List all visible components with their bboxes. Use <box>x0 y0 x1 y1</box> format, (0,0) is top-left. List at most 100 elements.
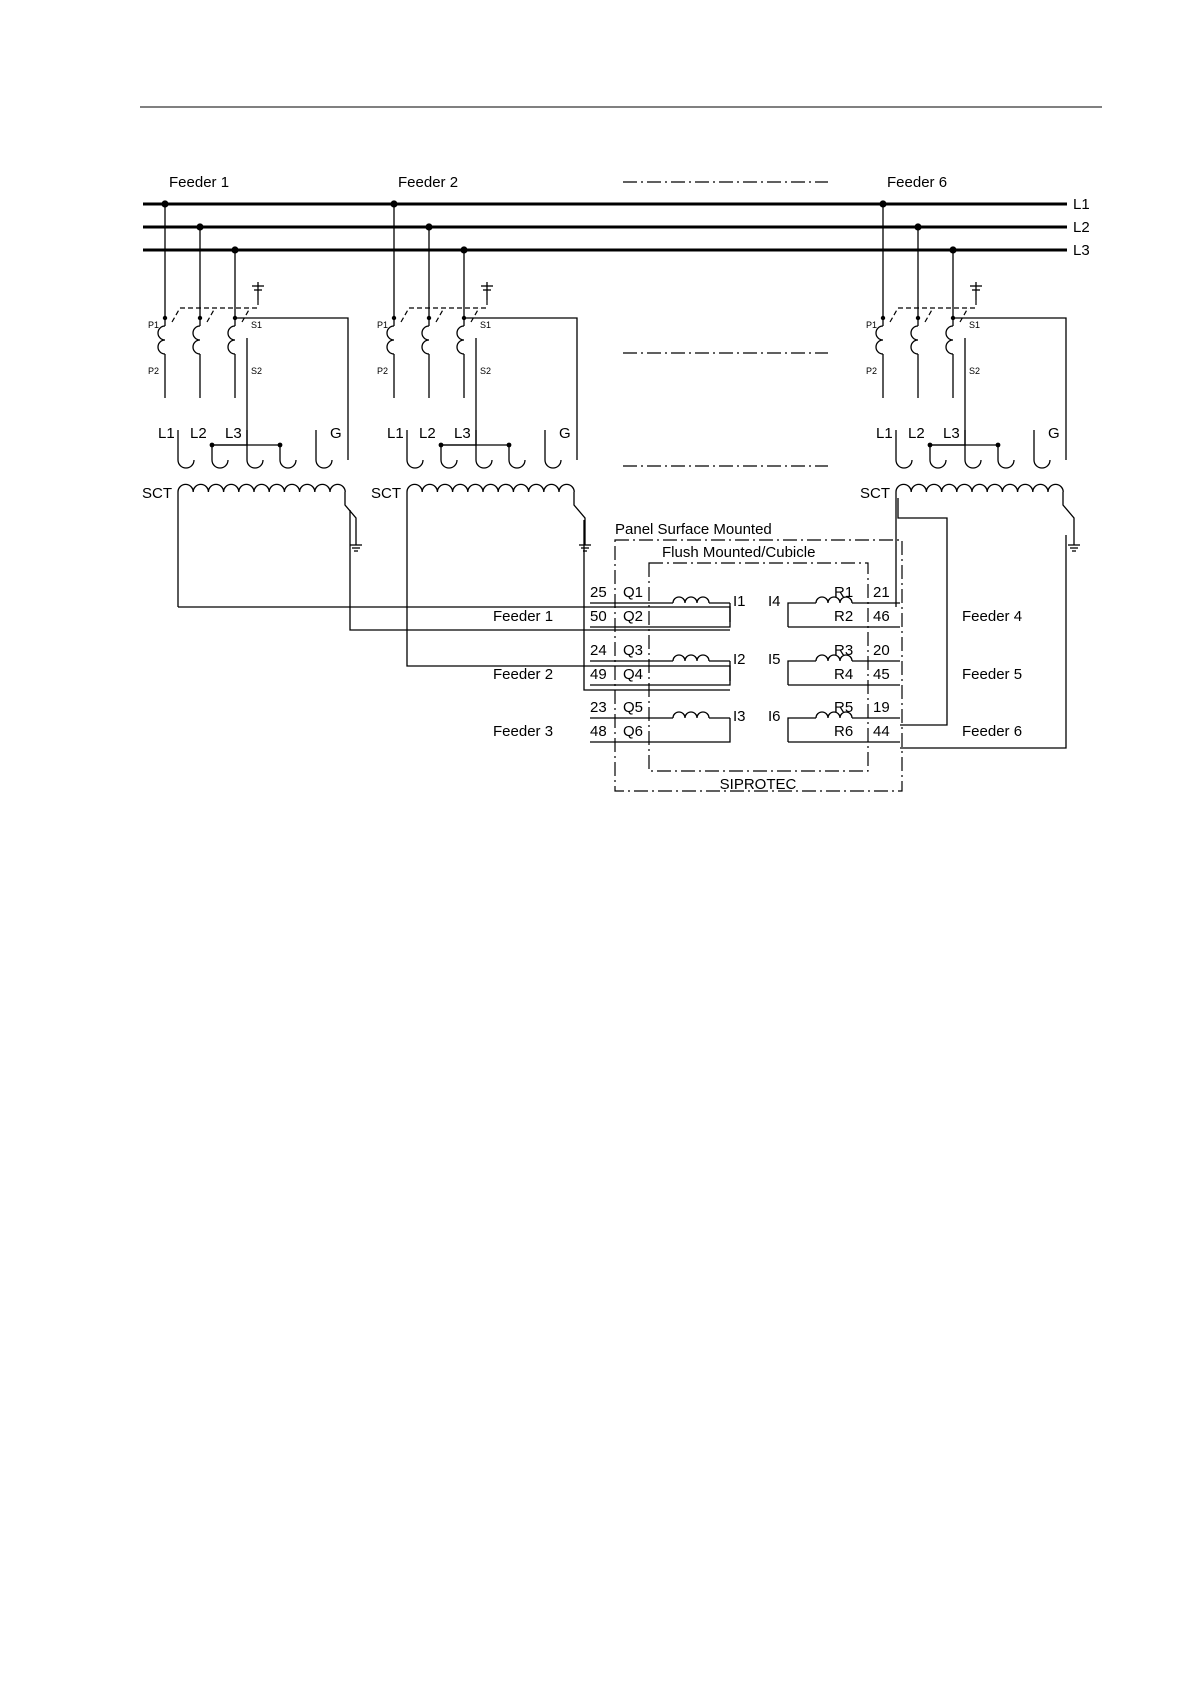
ct-coil <box>875 325 884 355</box>
terminal-number: 44 <box>873 723 890 740</box>
ground-symbol <box>350 535 362 552</box>
ct-coil <box>945 325 954 355</box>
junction-dot <box>277 442 283 448</box>
terminal-label: R3 <box>834 642 853 659</box>
terminal-number: 24 <box>590 642 607 659</box>
earthing-link <box>959 307 969 323</box>
ct-label-p2: P2 <box>866 366 877 376</box>
ct-label-s1: S1 <box>969 320 980 330</box>
ct-label-p1: P1 <box>148 320 159 330</box>
junction-dot <box>391 315 397 321</box>
junction-dot <box>425 223 433 231</box>
busbar-label-l2: L2 <box>1073 219 1090 236</box>
input-coil <box>672 654 710 662</box>
ct-label-s1: S1 <box>480 320 491 330</box>
secondary-wire-g <box>953 317 1067 460</box>
earthing-link <box>889 307 899 323</box>
junction-dot <box>390 200 398 208</box>
junction-dot <box>460 246 468 254</box>
junction-dot <box>995 442 1001 448</box>
sct-loop <box>544 459 562 469</box>
input-wire <box>590 718 731 743</box>
terminal-label: Q4 <box>623 666 643 683</box>
ct-coil <box>192 325 201 355</box>
sct-tap-l2: L2 <box>190 425 207 442</box>
junction-dot <box>506 442 512 448</box>
ct-coil <box>386 325 395 355</box>
terminal-number: 19 <box>873 699 890 716</box>
lead-q3 <box>406 607 731 681</box>
device-name: SIPROTEC <box>720 776 797 793</box>
terminal-number: 46 <box>873 608 890 625</box>
input-label: I4 <box>768 593 781 610</box>
ct-coil <box>421 325 430 355</box>
ct-coil <box>456 325 465 355</box>
terminal-number: 25 <box>590 584 607 601</box>
sct-tap-g: G <box>330 425 342 442</box>
feeder-input-label: Feeder 2 <box>493 666 553 683</box>
ct-coil <box>910 325 919 355</box>
feeder-input-label: Feeder 5 <box>962 666 1022 683</box>
input-wire <box>590 603 731 628</box>
lead-q1 <box>178 606 731 622</box>
input-coil <box>672 711 710 719</box>
junction-dot <box>196 223 204 231</box>
terminal-number: 49 <box>590 666 607 683</box>
lead-r5 <box>897 498 948 726</box>
sct-tap-l1: L1 <box>387 425 404 442</box>
junction-dot <box>426 315 432 321</box>
flush-mounted-frame <box>648 562 869 772</box>
sct-tap-l3: L3 <box>454 425 471 442</box>
junction-dot <box>209 442 215 448</box>
busbar-label-l3: L3 <box>1073 242 1090 259</box>
ct-label-s2: S2 <box>969 366 980 376</box>
terminal-label: Q5 <box>623 699 643 716</box>
sct-loop <box>279 459 297 469</box>
terminal-number: 23 <box>590 699 607 716</box>
terminal-label: Q2 <box>623 608 643 625</box>
junction-dot <box>438 442 444 448</box>
flush-mounted-label: Flush Mounted/Cubicle <box>662 544 815 561</box>
sct-label: SCT <box>371 485 401 502</box>
junction-dot <box>927 442 933 448</box>
sct-label: SCT <box>142 485 172 502</box>
sct-secondary-coil <box>406 483 575 493</box>
sct-loop <box>997 459 1015 469</box>
junction-dot <box>161 200 169 208</box>
input-label: I5 <box>768 651 781 668</box>
feeder-input-label: Feeder 4 <box>962 608 1022 625</box>
input-wire <box>787 602 816 627</box>
earthing-link <box>171 307 181 323</box>
feeder-input-label: Feeder 1 <box>493 608 553 625</box>
earthing-link <box>241 307 251 323</box>
input-label: I6 <box>768 708 781 725</box>
input-label: I1 <box>733 593 746 610</box>
sct-tap-g: G <box>559 425 571 442</box>
junction-dot <box>231 246 239 254</box>
ct-label-p2: P2 <box>377 366 388 376</box>
sct-tap-l1: L1 <box>158 425 175 442</box>
ct-label-p1: P1 <box>866 320 877 330</box>
junction-dot <box>162 315 168 321</box>
ct-label-s1: S1 <box>251 320 262 330</box>
input-label: I2 <box>733 651 746 668</box>
sct-label: SCT <box>860 485 890 502</box>
terminal-label: Q3 <box>623 642 643 659</box>
ct-coil <box>227 325 236 355</box>
input-wire <box>787 660 816 685</box>
feeder-label: Feeder 1 <box>169 174 229 191</box>
earthing-link <box>470 307 480 323</box>
sct-output <box>1062 492 1075 535</box>
sct-loop <box>211 459 229 469</box>
sct-secondary-coil <box>895 483 1064 493</box>
junction-dot <box>879 200 887 208</box>
lead-q2 <box>349 510 730 631</box>
input-coil <box>672 596 710 604</box>
